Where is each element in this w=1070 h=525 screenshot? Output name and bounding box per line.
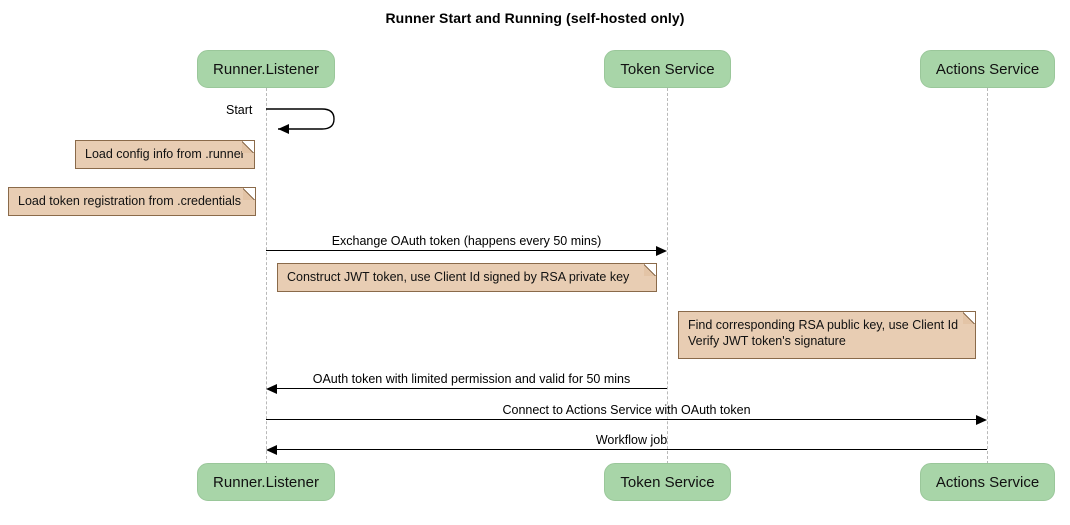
note-text: Load token registration from .credential… xyxy=(18,194,242,208)
note-fold-icon xyxy=(963,311,976,324)
note-construct-jwt: Construct JWT token, use Client Id signe… xyxy=(277,263,657,292)
participant-runner-top[interactable]: Runner.Listener xyxy=(197,50,335,88)
message-label-oauth-response: OAuth token with limited permission and … xyxy=(312,372,631,386)
self-message-label-start: Start xyxy=(226,103,253,117)
note-load-token-registration: Load token registration from .credential… xyxy=(8,187,256,216)
note-text-line-1: Find corresponding RSA public key, use C… xyxy=(688,318,959,332)
note-fold-icon xyxy=(644,263,657,276)
participant-actions-top[interactable]: Actions Service xyxy=(920,50,1055,88)
message-line-oauth-response xyxy=(276,388,667,389)
lifeline-actions xyxy=(987,88,988,464)
participant-label: Runner.Listener xyxy=(213,473,319,491)
message-line-exchange-oauth xyxy=(266,250,657,251)
participant-label: Token Service xyxy=(620,473,715,491)
note-fold-icon xyxy=(242,140,255,153)
message-label-workflow-job: Workflow job xyxy=(595,433,668,447)
self-message-start-loop xyxy=(266,105,346,137)
participant-label: Runner.Listener xyxy=(213,60,319,78)
arrow-head-right-icon xyxy=(976,414,987,425)
note-text: Construct JWT token, use Client Id signe… xyxy=(287,270,630,284)
note-text: Load config info from .runner xyxy=(85,147,245,161)
participant-label: Token Service xyxy=(620,60,715,78)
note-load-config: Load config info from .runner xyxy=(75,140,255,169)
arrow-head-right-icon xyxy=(656,245,667,256)
participant-actions-bottom[interactable]: Actions Service xyxy=(920,463,1055,501)
lifeline-runner xyxy=(266,88,267,464)
note-text-line-2: Verify JWT token's signature xyxy=(688,334,846,348)
participant-runner-bottom[interactable]: Runner.Listener xyxy=(197,463,335,501)
lifeline-token xyxy=(667,88,668,464)
message-label-exchange-oauth: Exchange OAuth token (happens every 50 m… xyxy=(331,234,602,248)
arrow-head-left-icon xyxy=(266,383,277,394)
page-title: Runner Start and Running (self-hosted on… xyxy=(385,10,685,26)
participant-label: Actions Service xyxy=(935,473,1040,491)
note-fold-icon xyxy=(243,187,256,200)
note-verify-jwt: Find corresponding RSA public key, use C… xyxy=(678,311,976,359)
participant-token-bottom[interactable]: Token Service xyxy=(604,463,731,501)
message-line-connect-actions xyxy=(266,419,977,420)
participant-token-top[interactable]: Token Service xyxy=(604,50,731,88)
arrow-head-left-icon xyxy=(266,444,277,455)
participant-label: Actions Service xyxy=(935,60,1040,78)
message-line-workflow-job xyxy=(276,449,987,450)
message-label-connect-actions: Connect to Actions Service with OAuth to… xyxy=(502,403,751,417)
